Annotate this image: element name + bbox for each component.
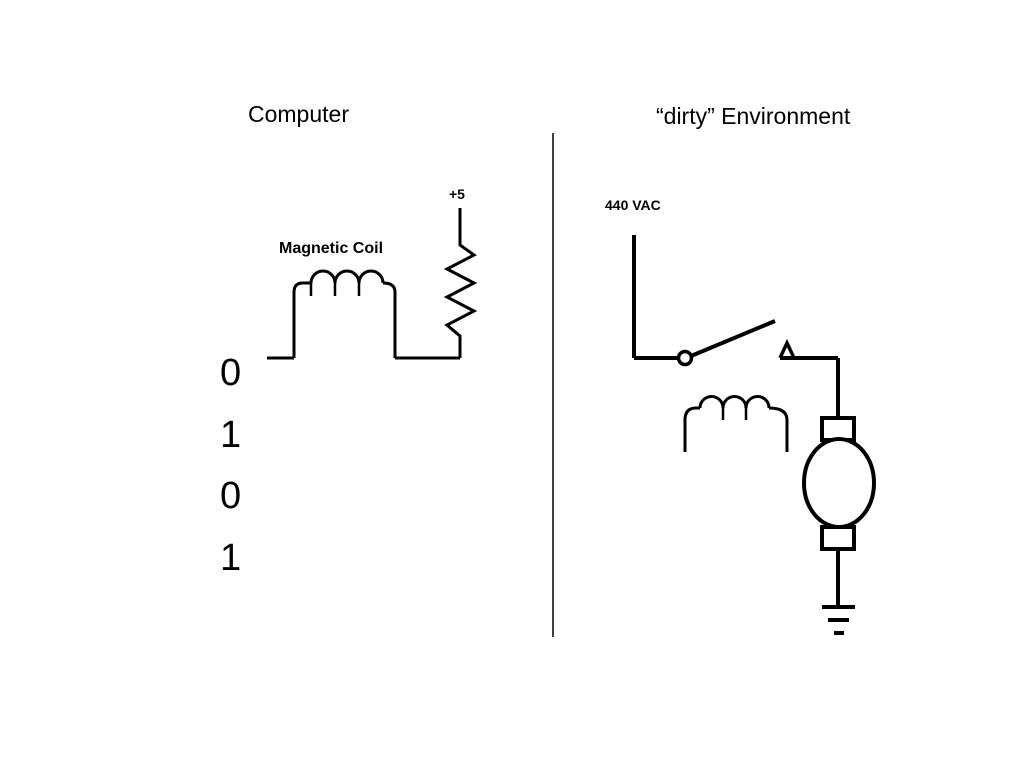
motor-icon bbox=[802, 416, 876, 551]
computer-title: Computer bbox=[248, 101, 349, 127]
inductor-icon bbox=[292, 269, 397, 358]
inductor-icon bbox=[683, 395, 789, 452]
environment-title: “dirty” Environment bbox=[656, 103, 851, 129]
supply-voltage-label: +5 bbox=[449, 186, 465, 202]
coil-label: Magnetic Coil bbox=[279, 240, 384, 257]
ac-voltage-label: 440 VAC bbox=[605, 197, 661, 213]
switch-icon bbox=[676, 319, 796, 367]
bit-value: 1 bbox=[220, 413, 242, 456]
bit-sequence: 0 1 0 1 bbox=[220, 343, 241, 589]
resistor-icon bbox=[443, 208, 478, 358]
bit-value: 0 bbox=[220, 475, 242, 517]
power-circuit bbox=[632, 235, 876, 635]
coil-circuit bbox=[267, 208, 478, 360]
ground-icon bbox=[822, 605, 855, 635]
bit-value: 0 bbox=[220, 352, 242, 394]
bit-value: 1 bbox=[220, 536, 242, 579]
